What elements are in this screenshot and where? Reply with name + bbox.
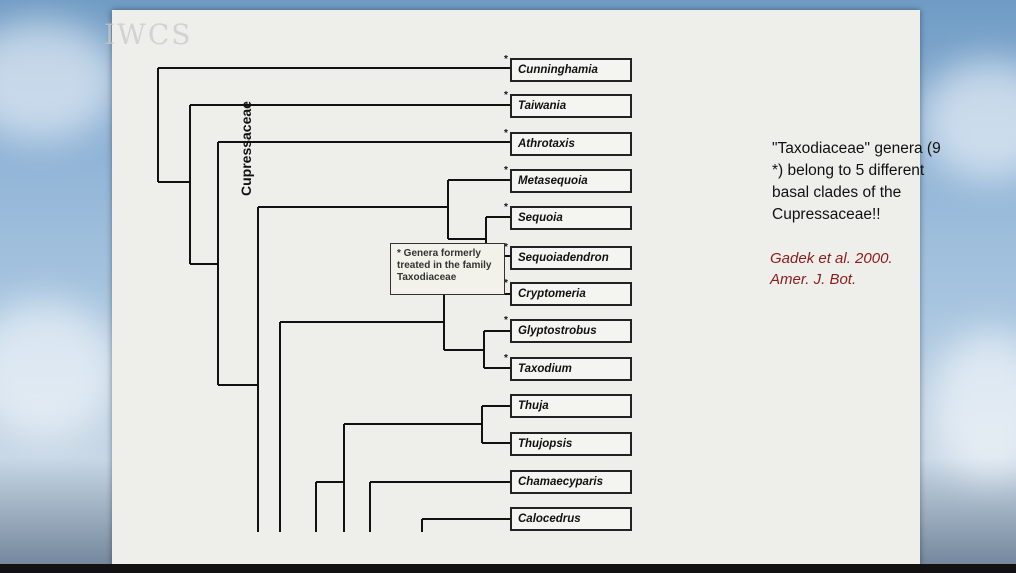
taxon-box: Taxodium [510,357,632,381]
taxon-box: Sequoiadendron [510,246,632,270]
family-label: Cupressaceae [238,101,254,196]
taxon-box: Sequoia [510,206,632,230]
cloud [0,20,120,140]
taxodiaceae-marker: * [504,278,508,289]
note-line: *) belong to 5 different [772,162,925,179]
taxon-box: Taiwania [510,94,632,118]
citation-line: Gadek et al. 2000. [770,250,893,267]
taxon-box: Thuja [510,394,632,418]
taxodiaceae-marker: * [504,315,508,326]
taxodiaceae-marker: * [504,54,508,65]
taxon-box: Chamaecyparis [510,470,632,494]
taxon-box: Metasequoia [510,169,632,193]
taxon-box: Cunninghamia [510,58,632,82]
citation-line: Amer. J. Bot. [770,271,857,288]
taxon-box: Calocedrus [510,507,632,531]
legend-line: treated in the family [397,260,492,271]
slide-note: "Taxodiaceae" genera (9 *) belong to 5 d… [772,138,1012,226]
channel-watermark: IWCS [104,18,193,51]
taxon-box: Thujopsis [510,432,632,456]
note-line: Cupressaceae!! [772,206,881,223]
presentation-slide: Cupressaceae Cunninghamia*Taiwania*Athro… [112,10,941,566]
taxodiaceae-marker: * [504,202,508,213]
legend-line: Taxodiaceae [397,272,457,283]
cloud [930,330,1016,480]
taxon-box: Athrotaxis [510,132,632,156]
taxodiaceae-marker: * [504,128,508,139]
taxodiaceae-marker: * [504,165,508,176]
cloud [0,300,120,440]
citation: Gadek et al. 2000. Amer. J. Bot. [770,248,893,290]
taxodiaceae-marker: * [504,353,508,364]
taxon-box: Cryptomeria [510,282,632,306]
legend-line: * Genera formerly [397,248,481,259]
note-line: "Taxodiaceae" genera (9 [772,140,941,157]
tree-branches [157,67,510,532]
taxodiaceae-marker: * [504,242,508,253]
legend-box: * Genera formerly treated in the family … [390,243,505,295]
bottom-bar [0,564,1016,573]
taxon-box: Glyptostrobus [510,319,632,343]
note-line: basal clades of the [772,184,902,201]
taxodiaceae-marker: * [504,90,508,101]
